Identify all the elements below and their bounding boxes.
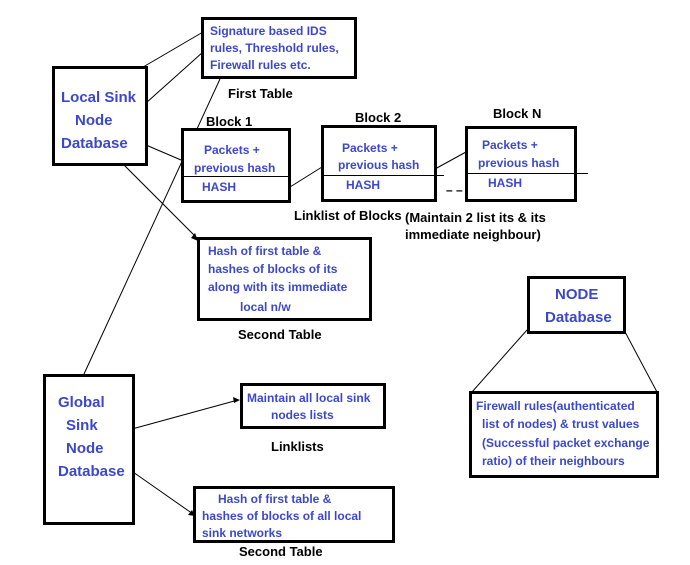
linklists-box: Maintain all local sink nodes lists (240, 383, 386, 429)
block-1-hash: HASH (202, 180, 237, 194)
block-1-content-line-2: previous hash (194, 161, 276, 175)
second-table-global-line-1: Hash of first table & (218, 492, 332, 506)
connector-local-to-second-table (121, 162, 198, 239)
first-table-line-3: Firewall rules etc. (210, 58, 311, 72)
arrowhead-second-table (191, 233, 198, 241)
first-table-box: Signature based IDS rules, Threshold rul… (201, 17, 357, 79)
second-table-global-box: Hash of first table & hashes of blocks o… (193, 486, 395, 543)
second-table-local-line-3: along with its immediate (208, 280, 348, 294)
firewall-line-3: (Successful packet exchange (482, 436, 650, 450)
block-n-content-line-2: previous hash (478, 156, 560, 170)
block-2-content-line-2: previous hash (338, 158, 420, 172)
connector-block2-to-blockn (434, 151, 467, 170)
firewall-line-1: Firewall rules(authenticated (476, 399, 635, 413)
first-table-line-2: rules, Threshold rules, (210, 41, 339, 55)
second-table-local-caption: Second Table (238, 327, 322, 342)
global-sink-line-3: Node (66, 440, 104, 457)
block-2-content-line-1: Packets + (342, 141, 398, 155)
local-sink-line-1: Local Sink (61, 89, 137, 106)
second-table-global-line-2: hashes of blocks of all local (202, 509, 362, 523)
connector-node-db-to-firewall-right (623, 329, 658, 393)
global-sink-node-database: Global Sink Node Database (43, 374, 135, 525)
block-n-title: Block N (493, 106, 542, 121)
connector-local-to-first-table-top (137, 31, 204, 71)
connector-global-to-second-table-global (132, 471, 194, 515)
first-table-line-1: Signature based IDS (210, 24, 327, 38)
second-table-local-line-4: local n/w (240, 300, 291, 314)
firewall-rules-box: Firewall rules(authenticated list of nod… (469, 391, 659, 478)
firewall-line-2: list of nodes) & trust values (482, 417, 640, 431)
global-sink-line-1: Global (58, 394, 105, 411)
second-table-local-line-1: Hash of first table & (208, 244, 322, 258)
firewall-line-4: ratio) of their neighbours (482, 454, 625, 468)
block-1-title: Block 1 (206, 114, 253, 129)
block-2: Packets + previous hash HASH (321, 125, 444, 202)
connector-block1-to-block2 (289, 166, 323, 188)
ellipsis-dash: – – (446, 183, 463, 197)
node-database: NODE Database (527, 276, 626, 334)
first-table-caption: First Table (228, 86, 293, 101)
local-sink-node-database: Local Sink Node Database (52, 66, 148, 166)
block-n-divider (468, 173, 588, 174)
second-table-local-line-2: hashes of blocks of its (208, 262, 338, 276)
global-sink-line-4: Database (58, 463, 125, 480)
connector-node-db-to-firewall-left (471, 329, 528, 393)
node-db-line-1: NODE (555, 286, 599, 303)
block-n-hash: HASH (488, 176, 523, 190)
connector-local-to-block1 (145, 144, 182, 161)
block-2-divider (324, 175, 444, 176)
block-n: Packets + previous hash HASH (465, 126, 588, 202)
second-table-global-caption: Second Table (239, 544, 323, 559)
linklists-line-2: nodes lists (271, 408, 334, 422)
arrowhead-linklists (233, 397, 240, 403)
local-sink-line-3: Database (61, 135, 128, 152)
linklists-line-1: Maintain all local sink (247, 391, 371, 405)
connector-global-to-linklists (131, 399, 239, 430)
global-sink-line-2: Sink (66, 417, 98, 434)
block-1-content-line-1: Packets + (204, 143, 260, 157)
local-sink-line-2: Node (75, 112, 113, 129)
block-1: Packets + previous hash HASH (181, 128, 291, 203)
second-table-local-box: Hash of first table & hashes of blocks o… (197, 237, 372, 321)
node-db-line-2: Database (545, 309, 612, 326)
block-1-divider (184, 176, 288, 177)
maintain-note-line-2: immediate neighbour) (405, 227, 541, 242)
second-table-global-line-3: sink networks (202, 526, 283, 540)
linklists-caption: Linklists (271, 439, 324, 454)
block-n-content-line-1: Packets + (482, 138, 538, 152)
block-2-hash: HASH (346, 178, 381, 192)
block-2-title: Block 2 (355, 110, 402, 125)
connector-local-to-first-table-bottom (145, 51, 204, 104)
linklist-of-blocks-caption: Linklist of Blocks (294, 208, 402, 223)
maintain-note-line-1: (Maintain 2 list its & its (405, 210, 546, 225)
